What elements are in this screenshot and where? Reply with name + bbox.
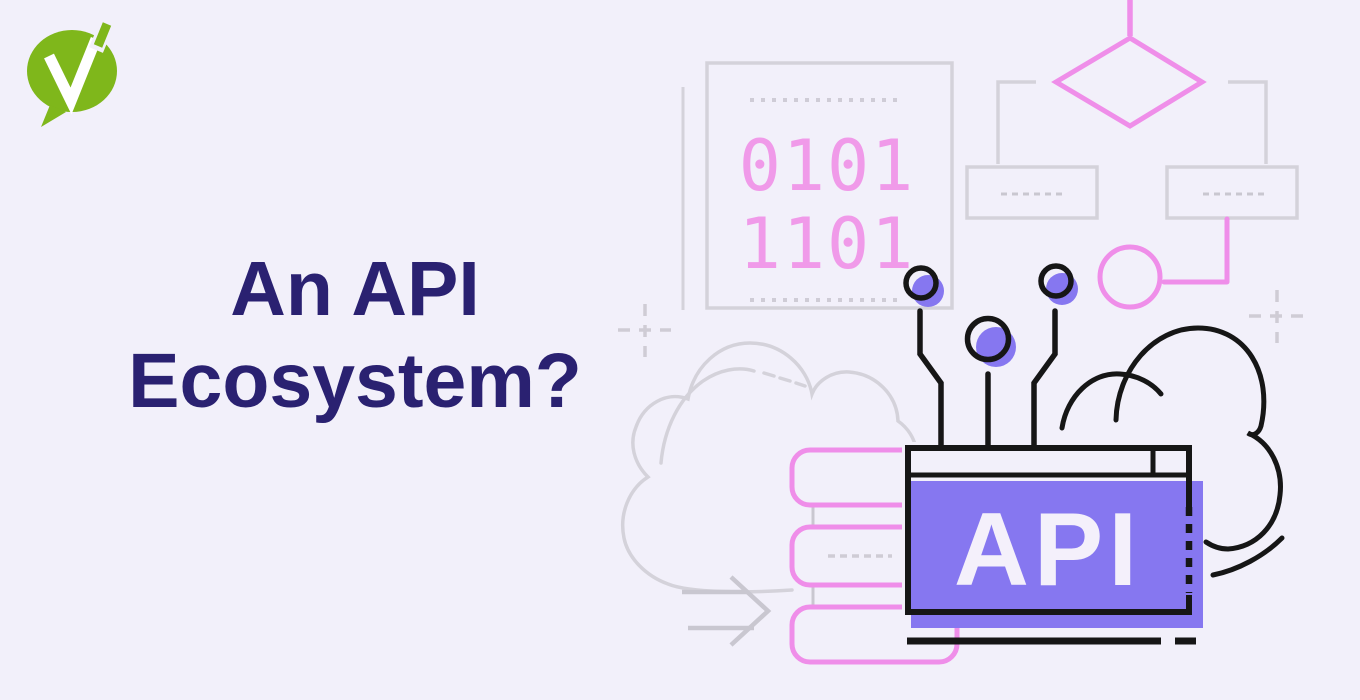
circuit-line-right xyxy=(1031,308,1058,450)
black-cloud-swoosh xyxy=(1210,535,1285,578)
node-ring-middle xyxy=(964,315,1012,363)
binary-code-box: 0101 1101 xyxy=(681,61,954,310)
logo-slash xyxy=(93,22,112,48)
gray-cloud-outline xyxy=(621,341,918,594)
api-purple-panel xyxy=(911,481,1203,628)
circuit-nodes xyxy=(903,263,1078,450)
binary-box-frame xyxy=(705,61,954,310)
connector-bracket-left xyxy=(996,80,1036,164)
decision-diamond xyxy=(1051,35,1207,129)
pink-elbow-connector xyxy=(1161,216,1230,285)
black-cloud xyxy=(1059,325,1285,578)
headline-line-1: An API xyxy=(230,246,480,332)
headline: An API Ecosystem? xyxy=(55,243,655,427)
flowchart-node-left xyxy=(965,165,1099,220)
circuit-line-left xyxy=(917,308,944,450)
api-label: API xyxy=(954,492,1142,608)
black-cloud-small-bump xyxy=(1059,371,1164,431)
connector-bracket-right xyxy=(1228,80,1268,164)
flowchart-node-right xyxy=(1165,165,1299,220)
black-cloud-outline xyxy=(1113,325,1283,552)
gray-cloud-inner-arc xyxy=(659,367,756,465)
plus-decoration-left xyxy=(618,304,671,357)
binary-line-2: 1101 xyxy=(739,203,916,285)
logo-bubble-tail xyxy=(41,105,66,127)
node-ring-left xyxy=(903,265,939,301)
api-window: API xyxy=(902,442,1203,645)
gray-cloud-dashes xyxy=(762,371,807,388)
headline-line-2: Ecosystem? xyxy=(128,338,582,424)
node-ring-right xyxy=(1038,263,1074,299)
node-blob-left xyxy=(912,275,944,307)
logo-check-icon xyxy=(44,36,102,115)
flowchart xyxy=(965,0,1299,310)
flowchart-circle xyxy=(1097,244,1163,310)
plus-decoration-right xyxy=(1249,290,1306,343)
window-frame xyxy=(905,445,1192,615)
arrow-right-icon xyxy=(682,575,772,647)
stack-layer-3 xyxy=(789,604,960,665)
binary-line-1: 0101 xyxy=(739,125,916,207)
logo xyxy=(27,16,117,127)
gray-cloud xyxy=(621,341,918,594)
